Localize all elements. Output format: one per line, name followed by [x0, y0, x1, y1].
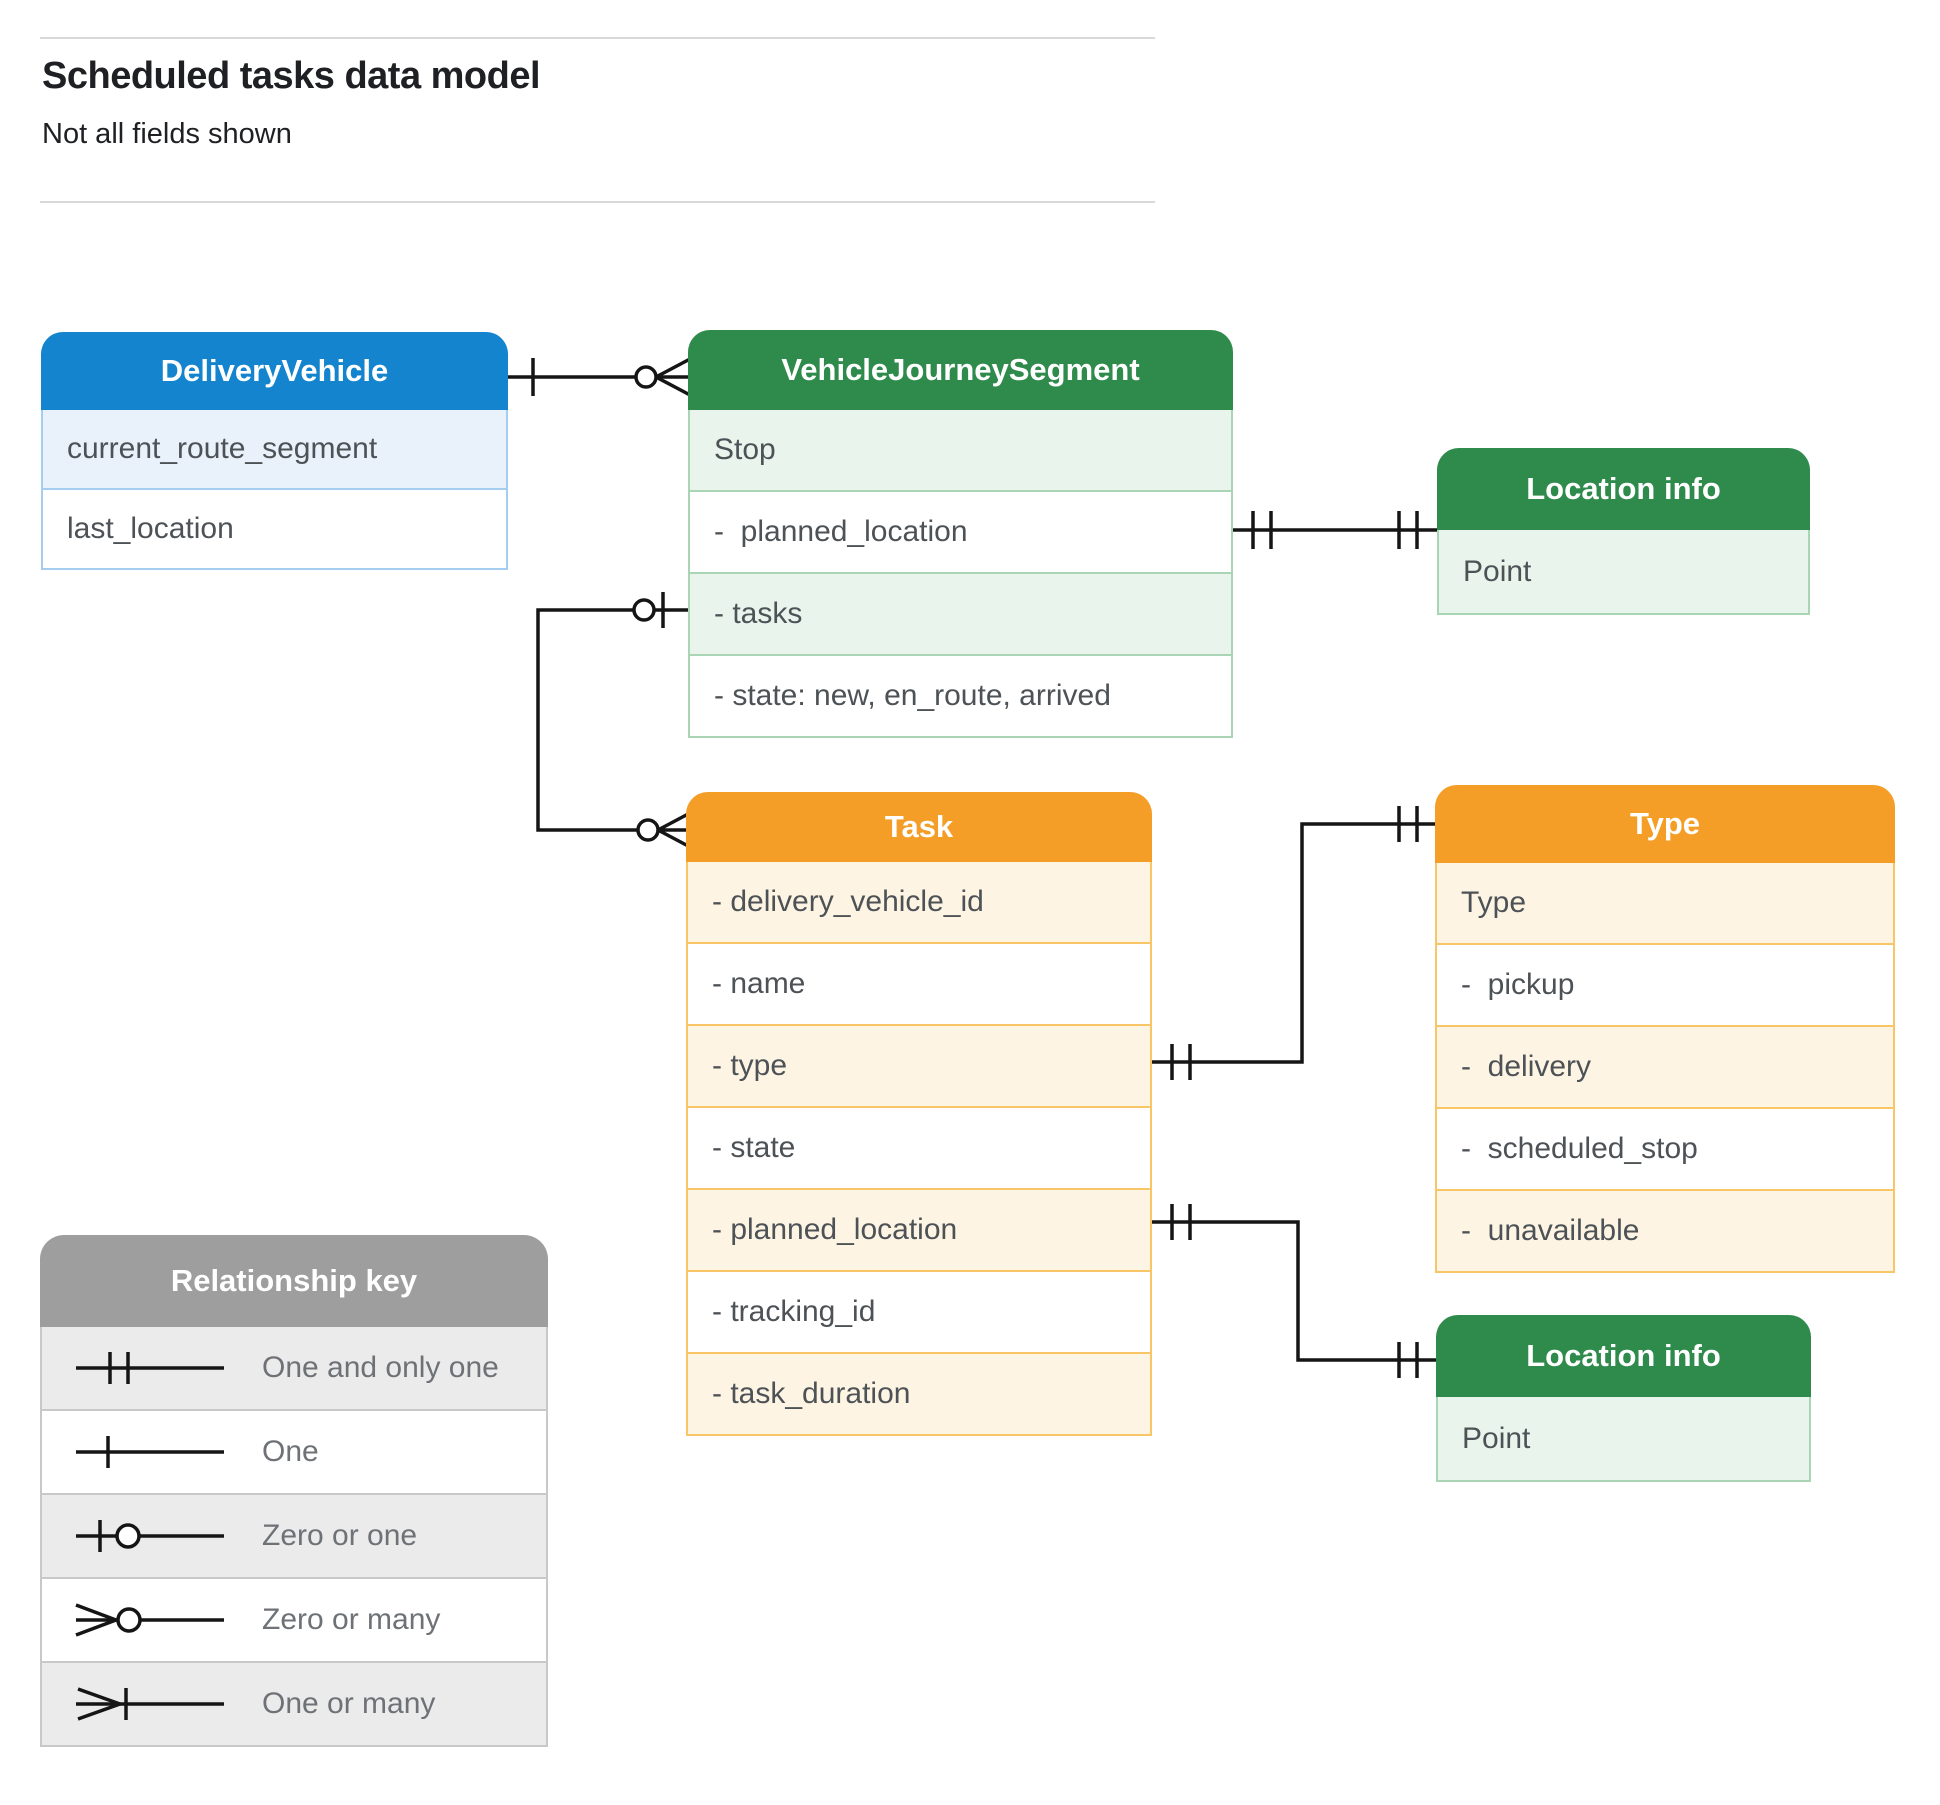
key-row-one-and-only-one: One and only one [42, 1327, 546, 1411]
entity-type: Type Type - pickup - delivery - scheduled_s… [1435, 785, 1895, 1273]
entity-field-list: current_route_segment last_location [41, 410, 508, 570]
entity-title: Task [686, 792, 1152, 862]
entity-field-list: Point [1436, 1397, 1811, 1482]
table-row: - state: new, en_route, arrived [690, 656, 1231, 736]
key-label: One [262, 1435, 319, 1468]
entity-title: VehicleJourneySegment [688, 330, 1233, 410]
row-label: - delivery [1461, 1050, 1592, 1083]
one-icon [76, 1436, 224, 1468]
page-subtitle: Not all fields shown [42, 118, 292, 150]
connector-vjsegment-tasks-to-task [536, 592, 691, 849]
row-label: - planned_location [712, 1213, 958, 1246]
key-label: One or many [262, 1687, 436, 1720]
entity-title: Location info [1437, 448, 1810, 530]
key-row-one-or-many: One or many [42, 1663, 546, 1745]
row-label: - delivery_vehicle_id [712, 885, 984, 918]
table-row: - unavailable [1437, 1191, 1893, 1271]
entity-location-info-top: Location info Point [1437, 448, 1810, 615]
key-label: One and only one [262, 1351, 499, 1384]
entity-field-list: Stop - planned_location - tasks - state: ne… [688, 410, 1233, 738]
entity-vehicle-journey-segment: VehicleJourneySegment Stop - planned_loca… [688, 330, 1233, 738]
entity-title: Location info [1436, 1315, 1811, 1397]
relationship-key-list: One and only one One Zero or one Zero or… [40, 1327, 548, 1747]
connector-task-type-to-type [1150, 806, 1437, 1080]
key-row-one: One [42, 1411, 546, 1495]
table-row: - name [688, 944, 1150, 1026]
row-label: current_route_segment [67, 432, 378, 465]
row-label: - task_duration [712, 1377, 911, 1410]
entity-field-list: Point [1437, 530, 1810, 615]
entity-field-list: - delivery_vehicle_id - name - type - state… [686, 862, 1152, 1436]
zero-or-many-icon [75, 1603, 224, 1637]
row-label: Stop [714, 433, 776, 466]
entity-location-info-bottom: Location info Point [1436, 1315, 1811, 1482]
table-row: - delivery_vehicle_id [688, 862, 1150, 944]
row-label: Point [1463, 554, 1532, 588]
zero-or-one-icon [76, 1520, 224, 1552]
key-row-zero-or-one: Zero or one [42, 1495, 546, 1579]
row-label: - type [712, 1049, 788, 1082]
key-label: Zero or one [262, 1519, 418, 1552]
title-divider [40, 201, 1155, 203]
table-row: - tracking_id [688, 1272, 1150, 1354]
table-row: - planned_location [690, 492, 1231, 574]
entity-task: Task - delivery_vehicle_id- name- type- … [686, 792, 1152, 1436]
row-label: - state: new, en_route, arrived [714, 679, 1111, 712]
table-row: - task_duration [688, 1354, 1150, 1434]
row-label: - name [712, 967, 806, 1000]
relationship-key-title: Relationship key [40, 1235, 548, 1327]
one-or-many-icon [76, 1687, 224, 1721]
entity-title: Type [1435, 785, 1895, 863]
table-row: - type [688, 1026, 1150, 1108]
table-row: - tasks [690, 574, 1231, 656]
key-row-zero-or-many: Zero or many [42, 1579, 546, 1663]
row-label: - planned_location [714, 515, 968, 548]
table-row: - pickup [1437, 945, 1893, 1027]
table-row: Point [1439, 530, 1808, 613]
table-row: - state [688, 1108, 1150, 1190]
key-label: Zero or many [262, 1603, 441, 1636]
row-label: last_location [67, 512, 234, 545]
relationship-key: Relationship key One and only one One Ze… [40, 1235, 548, 1747]
row-label: - scheduled_stop [1461, 1132, 1698, 1165]
table-row: - planned_location [688, 1190, 1150, 1272]
row-label: - pickup [1461, 968, 1575, 1001]
table-row: - scheduled_stop [1437, 1109, 1893, 1191]
row-label: Point [1462, 1421, 1531, 1455]
table-row: - delivery [1437, 1027, 1893, 1109]
table-row: Type [1437, 863, 1893, 945]
row-label: - unavailable [1461, 1214, 1640, 1247]
connector-vjsegment-to-locationinfo-top [1231, 511, 1439, 549]
row-label: - tracking_id [712, 1295, 876, 1328]
table-row: last_location [43, 490, 506, 568]
table-row: Stop [690, 410, 1231, 492]
row-label: - tasks [714, 597, 803, 630]
one-and-only-one-icon [76, 1352, 224, 1384]
top-divider [40, 37, 1155, 39]
page-title: Scheduled tasks data model [42, 55, 541, 97]
entity-field-list: Type - pickup - delivery - scheduled_stop - … [1435, 863, 1895, 1273]
connector-task-plannedlocation-to-locationinfo-bottom [1150, 1204, 1438, 1378]
table-row: current_route_segment [43, 410, 506, 490]
entity-title: DeliveryVehicle [41, 332, 508, 410]
row-label: - state [712, 1131, 796, 1164]
row-label: Type [1461, 886, 1527, 919]
table-row: Point [1438, 1397, 1809, 1480]
connector-deliveryvehicle-to-vehiclejourneysegment [505, 357, 691, 397]
